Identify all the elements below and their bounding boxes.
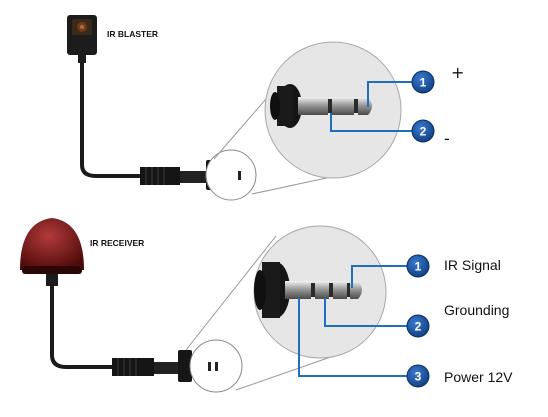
ir-blaster-section: IR BLASTER — [67, 15, 464, 201]
ir-blaster-label: IR BLASTER — [107, 29, 158, 39]
svg-text:1: 1 — [420, 76, 427, 90]
ir-receiver-section: IR RECEIVER — [20, 218, 513, 393]
svg-text:2: 2 — [415, 320, 422, 334]
ir-receiver-pin3-label: Power 12V — [444, 369, 513, 385]
ir-blaster-pin2-badge: 2 — [411, 119, 435, 143]
ir-receiver-device-icon — [20, 218, 84, 286]
ir-receiver-cable — [50, 286, 112, 369]
ir-blaster-zoom-detail — [264, 41, 402, 179]
ir-receiver-pin2-label: Grounding — [444, 302, 509, 318]
ir-receiver-pin1-label: IR Signal — [444, 257, 501, 273]
ir-blaster-jack-highlight — [205, 149, 257, 201]
ir-blaster-pin1-sign: + — [451, 63, 464, 82]
ir-receiver-pin1-guide — [351, 265, 412, 288]
ir-receiver-pin2-badge: 2 — [406, 314, 430, 338]
ir-blaster-pin2-sign: - — [444, 129, 450, 148]
ir-receiver-jack — [112, 350, 192, 382]
ir-blaster-pin1-guide — [367, 81, 420, 107]
ir-blaster-pin1-badge: 1 — [411, 70, 435, 94]
ir-receiver-pin3-badge: 3 — [406, 364, 430, 388]
svg-text:2: 2 — [420, 125, 427, 139]
svg-text:1: 1 — [415, 260, 422, 274]
ir-blaster-device-icon — [67, 15, 97, 63]
ir-receiver-zoom-detail — [253, 225, 387, 359]
ir-receiver-pin1-badge: 1 — [406, 254, 430, 278]
svg-text:3: 3 — [415, 370, 422, 384]
ir-receiver-pin3-guide — [298, 298, 412, 377]
ir-receiver-label: IR RECEIVER — [90, 238, 144, 248]
ir-receiver-pin2-guide — [324, 298, 412, 327]
ir-blaster-pin2-guide — [330, 113, 420, 132]
ir-blaster-cable — [80, 62, 140, 178]
